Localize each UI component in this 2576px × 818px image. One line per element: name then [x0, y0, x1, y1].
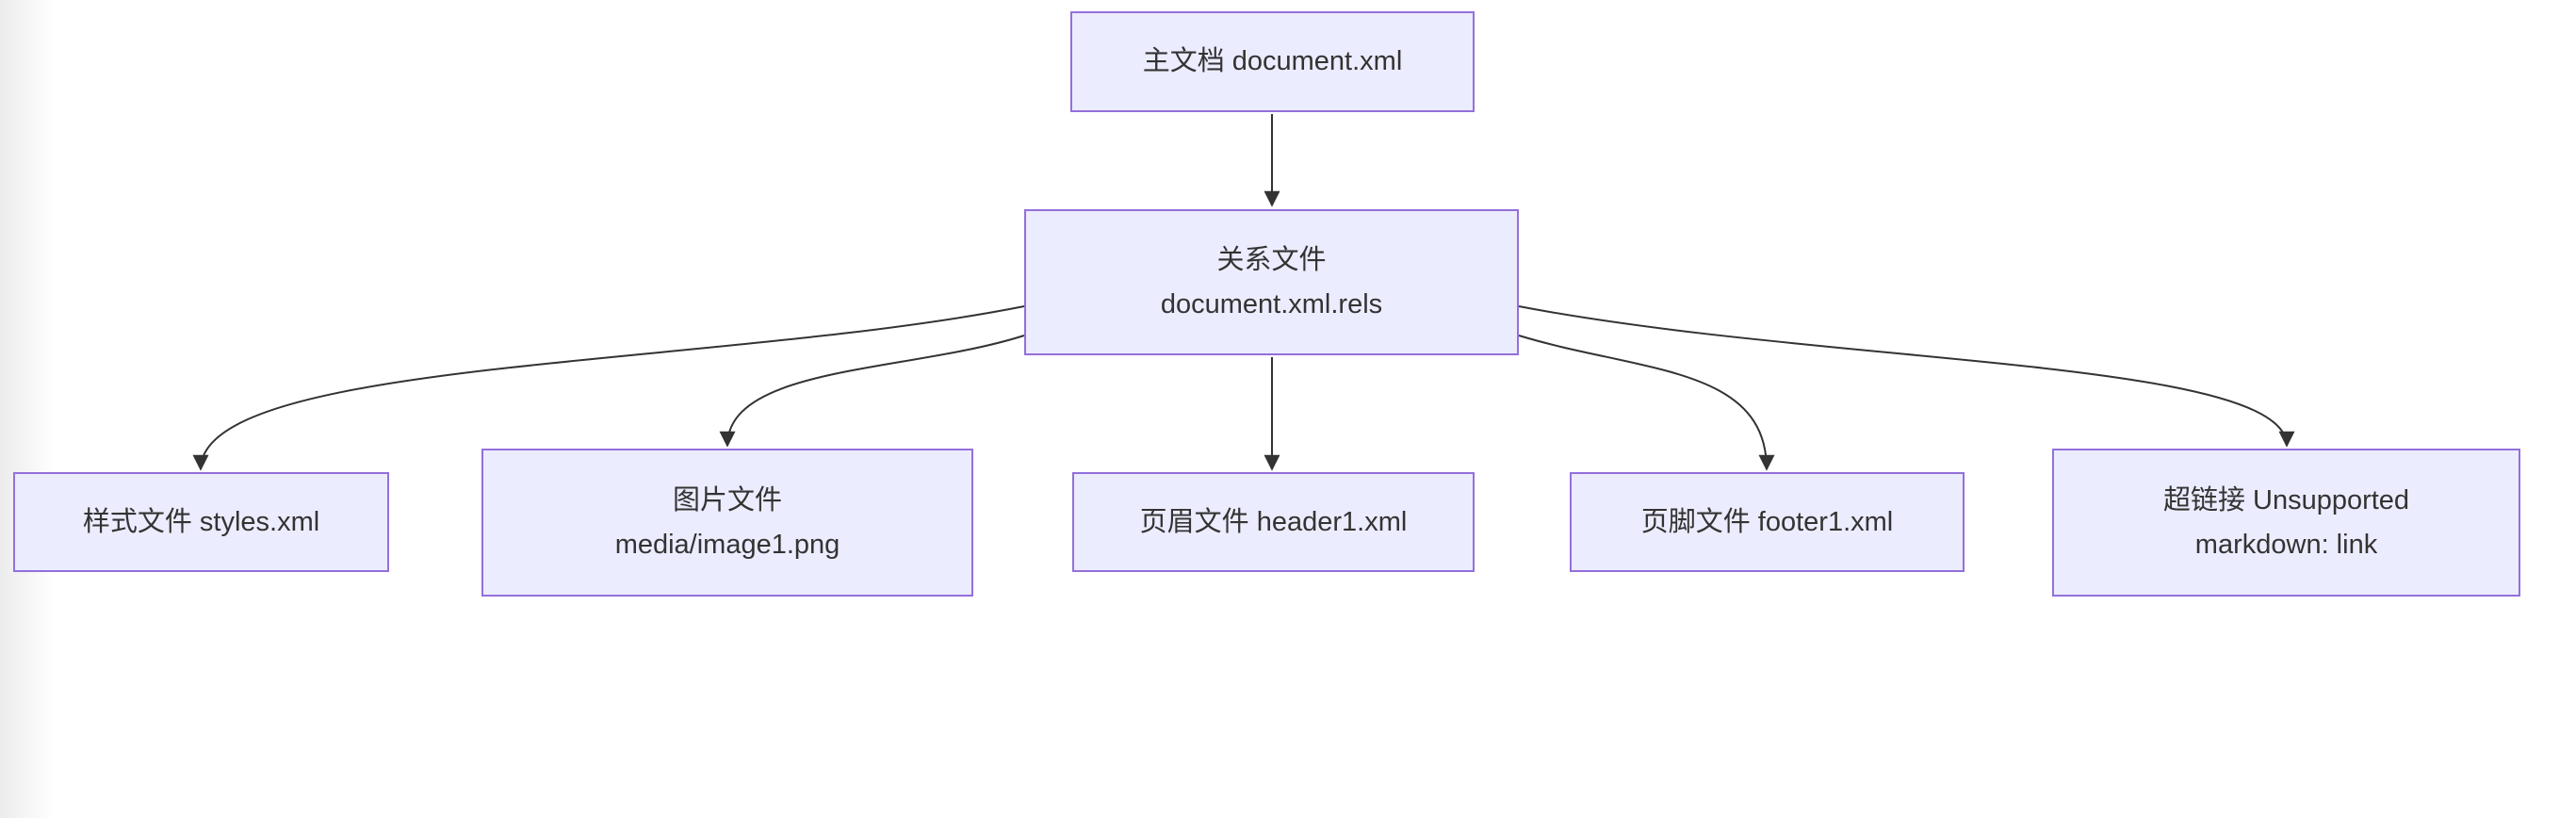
node-image-file: 图片文件 media/image1.png — [481, 449, 973, 597]
node-relationships-file: 关系文件 document.xml.rels — [1024, 209, 1519, 355]
node-main-document-label: 主文档 document.xml — [1142, 46, 1403, 76]
node-relationships-file-label: 关系文件 document.xml.rels — [1160, 244, 1383, 319]
node-hyperlink: 超链接 Unsupported markdown: link — [2052, 449, 2520, 597]
edge-rels-to-footer — [1518, 335, 1775, 471]
node-styles-file-label: 样式文件 styles.xml — [82, 506, 320, 537]
edge-rels-to-image — [719, 335, 1025, 448]
node-image-file-label: 图片文件 media/image1.png — [614, 484, 840, 560]
node-header-file: 页眉文件 header1.xml — [1072, 472, 1475, 572]
node-styles-file: 样式文件 styles.xml — [13, 472, 389, 572]
node-header-file-label: 页眉文件 header1.xml — [1139, 506, 1408, 537]
node-footer-file-label: 页脚文件 footer1.xml — [1640, 506, 1894, 537]
edge-rels-to-link — [1518, 305, 2295, 448]
node-hyperlink-label: 超链接 Unsupported markdown: link — [2162, 484, 2410, 560]
edge-rels-to-styles — [192, 305, 1025, 471]
node-footer-file: 页脚文件 footer1.xml — [1570, 472, 1965, 572]
node-main-document: 主文档 document.xml — [1070, 11, 1475, 112]
